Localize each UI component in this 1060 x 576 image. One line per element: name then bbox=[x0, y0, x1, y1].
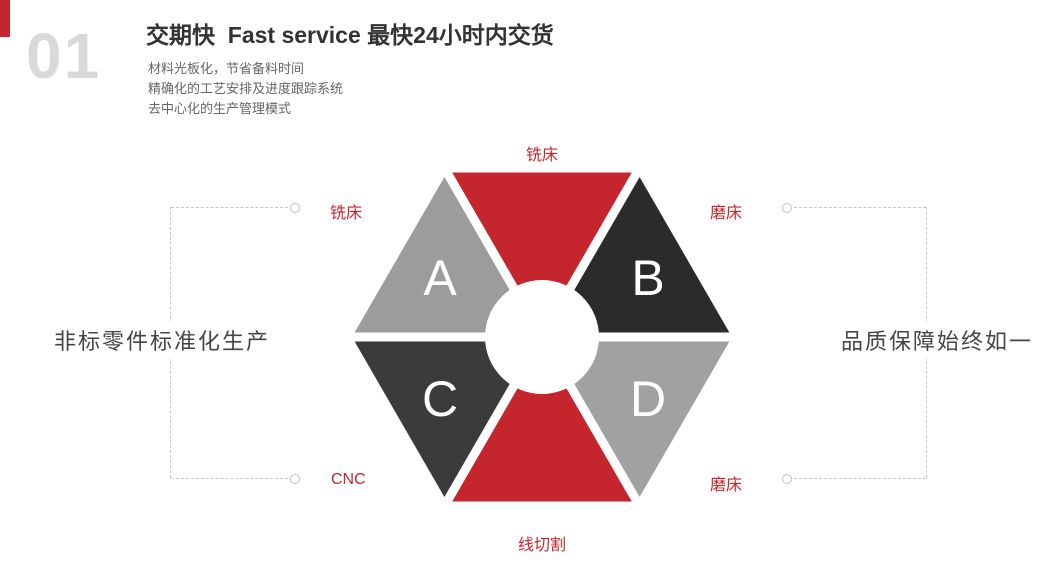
slide-number: 01 bbox=[26, 20, 102, 92]
label-wirecut-bottom: 线切割 bbox=[517, 537, 566, 554]
connector-dot-right-top bbox=[782, 203, 792, 213]
label-cnc-left: CNC bbox=[331, 471, 366, 488]
letter-b: B bbox=[631, 250, 664, 306]
page-title: 交期快 Fast service 最快24小时内交货 bbox=[146, 22, 554, 48]
right-caption: 品质保障始终如一 bbox=[836, 322, 1039, 358]
triangle-bottom-red bbox=[447, 337, 637, 502]
letter-a: A bbox=[423, 250, 457, 306]
letter-c: C bbox=[422, 371, 458, 427]
connector-left-bottom-line bbox=[171, 478, 288, 479]
triangle-top-red bbox=[447, 172, 637, 337]
label-grinding-right-bottom: 磨床 bbox=[710, 477, 743, 494]
triangle-upper-right-b bbox=[542, 172, 732, 337]
feature-list: 材料光板化，节省备料时间 精确化的工艺安排及进度跟踪系统 去中心化的生产管理模式 bbox=[148, 59, 343, 119]
feature-line: 精确化的工艺安排及进度跟踪系统 bbox=[148, 81, 344, 96]
center-circle bbox=[485, 280, 599, 394]
connector-left-top-line bbox=[171, 207, 288, 208]
triangle-lower-left-c bbox=[352, 337, 542, 502]
connector-dot-left-bottom bbox=[290, 474, 300, 484]
left-caption: 非标零件标准化生产 bbox=[49, 322, 276, 358]
label-milling-left: 铣床 bbox=[330, 205, 363, 222]
connector-right-bottom-line bbox=[794, 478, 926, 479]
letter-d: D bbox=[630, 371, 666, 427]
label-milling-top: 铣床 bbox=[525, 147, 558, 164]
connector-dot-left-top bbox=[290, 203, 300, 213]
hexagon-diagram: A B C D bbox=[352, 170, 732, 504]
connector-right-top-line bbox=[794, 207, 926, 208]
triangle-upper-left-a bbox=[352, 172, 542, 337]
label-grinding-right-top: 磨床 bbox=[710, 205, 743, 222]
accent-bar bbox=[0, 0, 10, 37]
triangle-lower-right-d bbox=[542, 337, 732, 502]
connector-dot-right-bottom bbox=[782, 474, 792, 484]
feature-line: 去中心化的生产管理模式 bbox=[148, 101, 292, 116]
feature-line: 材料光板化，节省备料时间 bbox=[148, 61, 305, 76]
